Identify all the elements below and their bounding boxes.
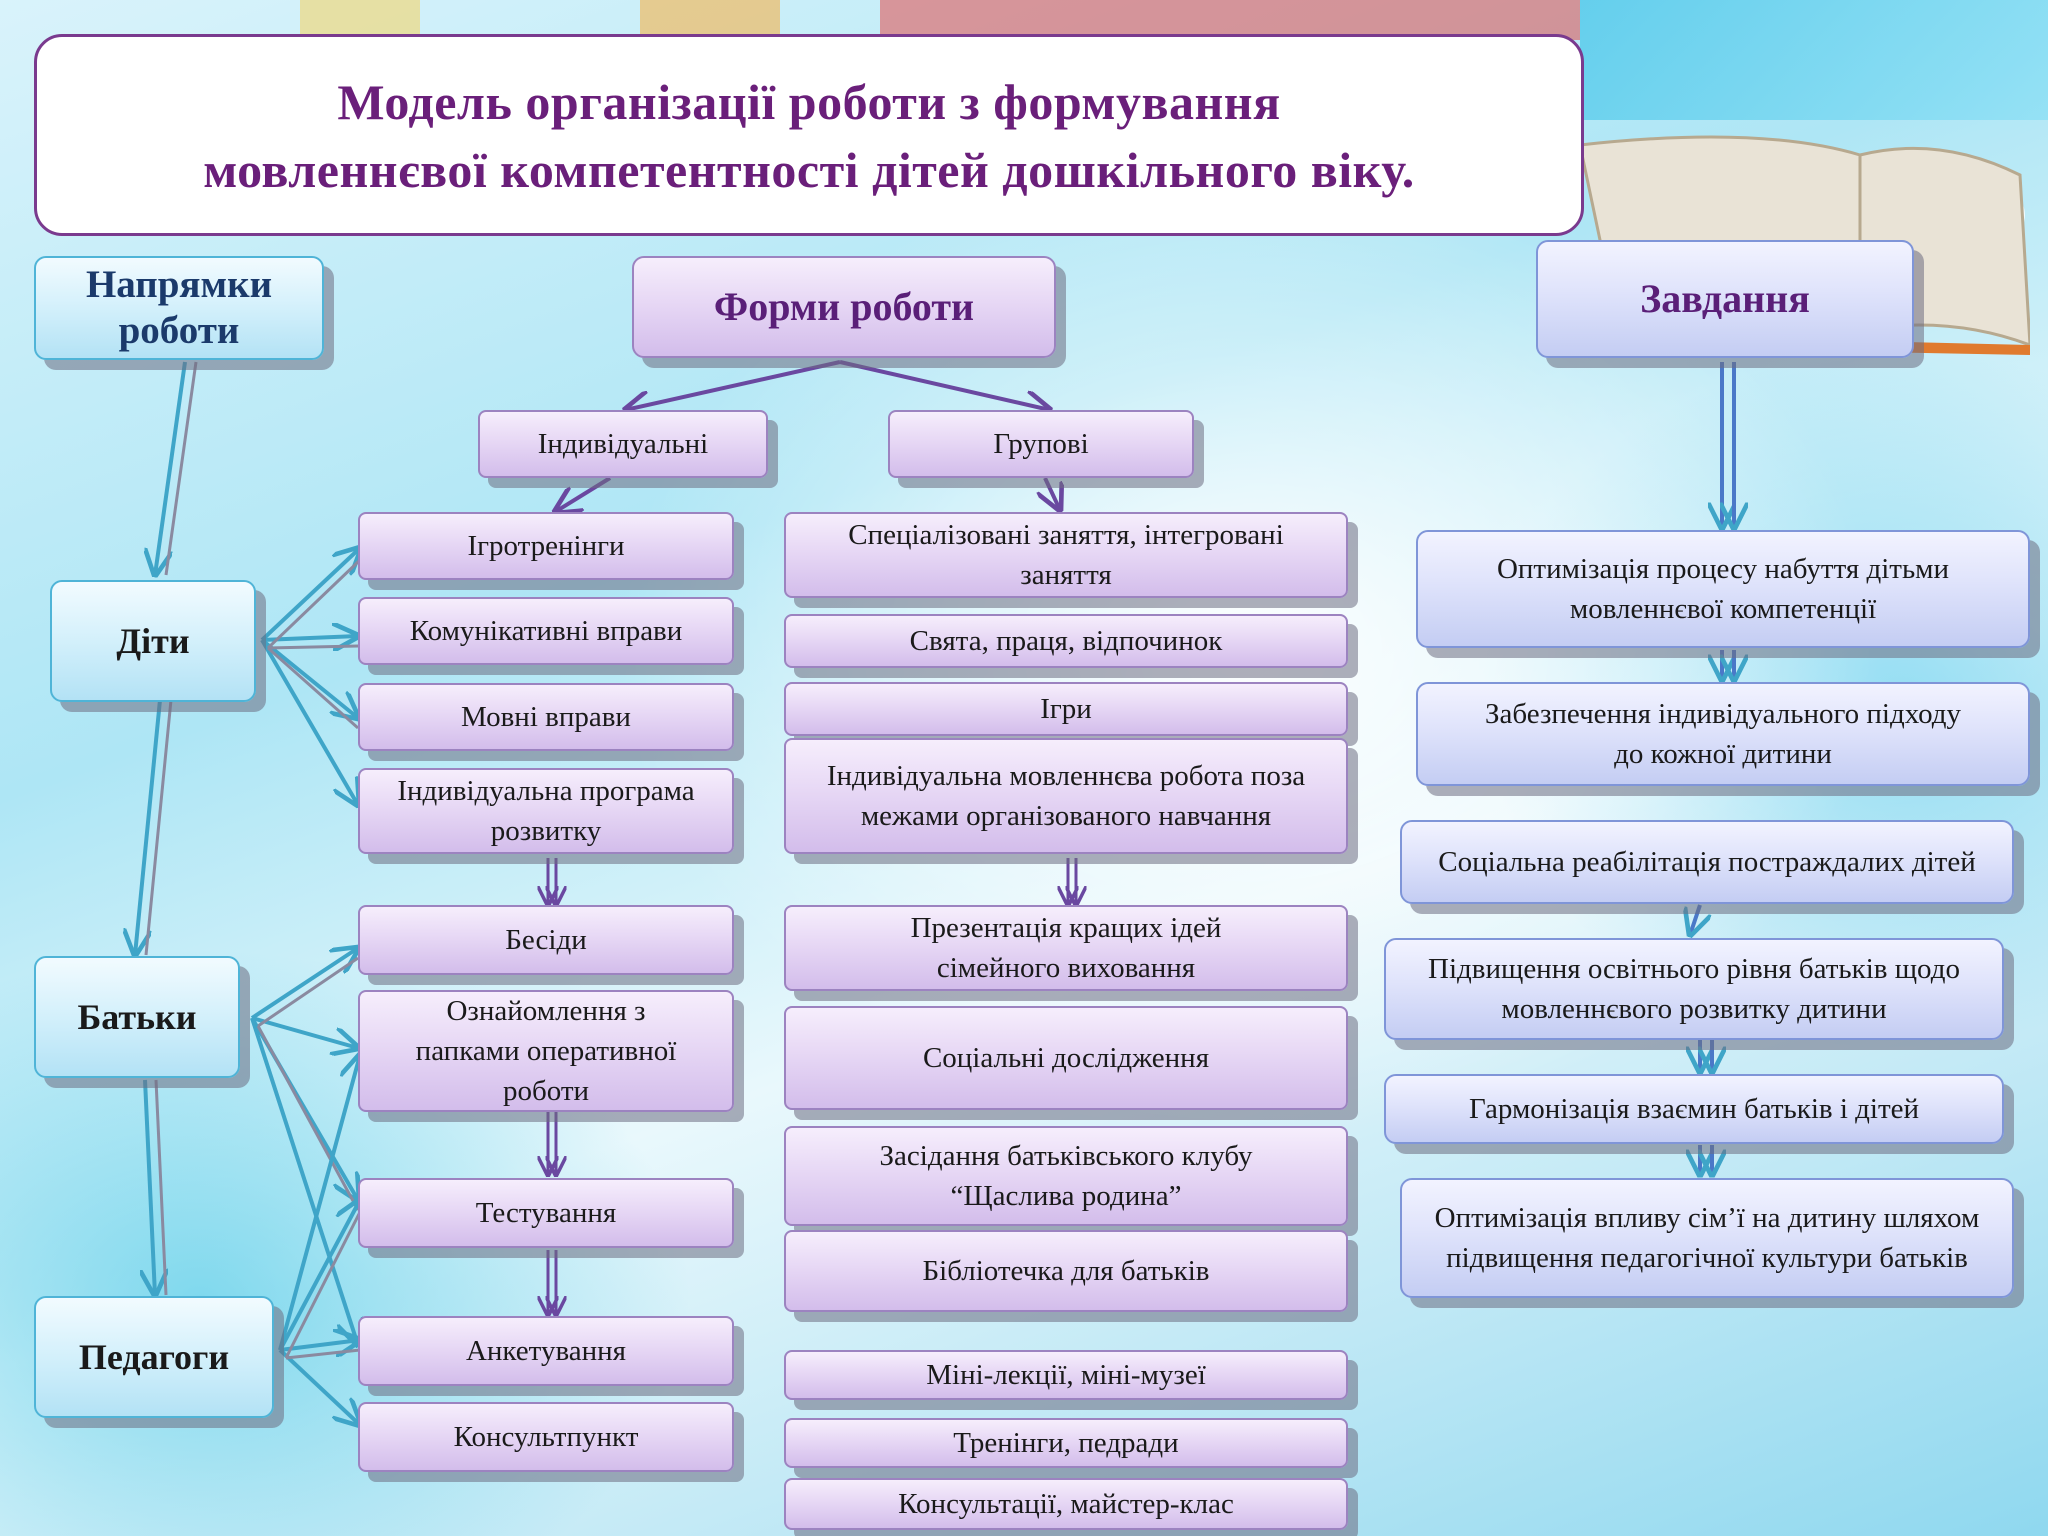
task-item-label: Соціальна реабілітація постраждалих діте… <box>1438 846 1976 878</box>
form-item: Ігри <box>784 682 1348 736</box>
form-item: Індивідуальна програма розвитку <box>358 768 734 854</box>
group-column-arrows <box>1068 858 1076 905</box>
form-item: Ознайомлення з папками оперативної робот… <box>358 990 734 1112</box>
tasks-header-label: Завдання <box>1640 276 1810 321</box>
form-item: Комунікативні вправи <box>358 597 734 665</box>
page-title: Модель організації роботи з формування м… <box>34 68 1584 204</box>
form-item-label: Ознайомлення з папками оперативної робот… <box>415 995 677 1107</box>
form-item-label: Міні-лекції, міні-музеї <box>926 1359 1206 1391</box>
form-item-label: Індивідуальна мовленнєва робота поза меж… <box>826 760 1306 832</box>
direction-parents-label: Батьки <box>77 997 197 1037</box>
children-arrows <box>260 548 360 805</box>
direction-children-label: Діти <box>116 621 190 661</box>
form-item-label: Ігри <box>1040 693 1092 725</box>
task-item-label: Підвищення освітнього рівня батьків щодо… <box>1428 953 1960 1025</box>
forms-header-label: Форми роботи <box>713 284 975 329</box>
form-item: Засідання батьківського клубу “Щаслива р… <box>784 1126 1348 1226</box>
form-item: Консультації, майстер-клас <box>784 1478 1348 1530</box>
decor-strip <box>300 0 420 40</box>
form-item: Свята, праця, відпочинок <box>784 614 1348 668</box>
decor-strip <box>880 0 1580 40</box>
form-type-group: Групові <box>888 410 1194 478</box>
form-item: Тренінги, педради <box>784 1418 1348 1468</box>
form-item-label: Свята, праця, відпочинок <box>909 625 1223 657</box>
forms-split-arrows <box>625 360 1050 410</box>
decor-strip <box>1580 0 2048 120</box>
task-item: Оптимізація процесу набуття дітьми мовле… <box>1416 530 2030 648</box>
form-item: Анкетування <box>358 1316 734 1386</box>
task-item-label: Забезпечення індивідуального підходу до … <box>1484 698 1962 770</box>
form-type-individual-label: Індивідуальні <box>537 428 709 460</box>
decor-strip <box>640 0 780 40</box>
form-item-label: Ігротренінги <box>467 530 625 562</box>
form-item-label: Комунікативні вправи <box>409 615 683 647</box>
direction-teachers: Педагоги <box>34 1296 274 1418</box>
form-item-label: Консультпункт <box>453 1421 639 1453</box>
form-item-label: Бібліотечка для батьків <box>922 1255 1210 1287</box>
direction-flow-arrows <box>135 361 187 1295</box>
form-item: Бесіди <box>358 905 734 975</box>
task-item: Оптимізація впливу сім’ї на дитину шляхо… <box>1400 1178 2014 1298</box>
form-item: Бібліотечка для батьків <box>784 1230 1348 1312</box>
tasks-arrows <box>1690 362 1734 1175</box>
title-line-2: мовленнєвої компетентності дітей дошкіль… <box>203 142 1415 198</box>
form-item: Міні-лекції, міні-музеї <box>784 1350 1348 1400</box>
form-item: Соціальні дослідження <box>784 1006 1348 1110</box>
tasks-header: Завдання <box>1536 240 1914 358</box>
task-item-label: Оптимізація впливу сім’ї на дитину шляхо… <box>1434 1202 1980 1274</box>
parents-arrows <box>250 948 358 1345</box>
form-item-label: Засідання батьківського клубу “Щаслива р… <box>879 1140 1253 1212</box>
form-item: Спеціалізовані заняття, інтегровані заня… <box>784 512 1348 598</box>
teachers-arrows <box>278 1055 360 1425</box>
form-item-label: Спеціалізовані заняття, інтегровані заня… <box>848 519 1284 591</box>
directions-header-label: Напрямки роботи <box>85 263 273 352</box>
form-type-individual: Індивідуальні <box>478 410 768 478</box>
form-item: Консультпункт <box>358 1402 734 1472</box>
direction-teachers-label: Педагоги <box>78 1337 230 1377</box>
form-item-label: Індивідуальна програма розвитку <box>397 775 695 847</box>
form-item: Ігротренінги <box>358 512 734 580</box>
direction-children: Діти <box>50 580 256 702</box>
individual-column-arrows <box>548 858 556 1315</box>
form-item: Мовні вправи <box>358 683 734 751</box>
form-item-label: Тренінги, педради <box>953 1427 1179 1459</box>
form-item: Індивідуальна мовленнєва робота поза меж… <box>784 738 1348 854</box>
direction-parents: Батьки <box>34 956 240 1078</box>
task-item-label: Оптимізація процесу набуття дітьми мовле… <box>1496 553 1950 625</box>
task-item: Забезпечення індивідуального підходу до … <box>1416 682 2030 786</box>
task-item: Соціальна реабілітація постраждалих діте… <box>1400 820 2014 904</box>
title-frame <box>34 34 1584 236</box>
task-item: Гармонізація взаємин батьків і дітей <box>1384 1074 2004 1144</box>
forms-header: Форми роботи <box>632 256 1056 358</box>
form-type-group-label: Групові <box>993 428 1089 460</box>
task-item-label: Гармонізація взаємин батьків і дітей <box>1468 1093 1920 1125</box>
form-item-label: Презентація кращих ідей сімейного вихова… <box>910 912 1222 984</box>
form-item-label: Мовні вправи <box>461 701 631 733</box>
directions-header: Напрямки роботи <box>34 256 324 360</box>
task-item: Підвищення освітнього рівня батьків щодо… <box>1384 938 2004 1040</box>
form-item: Тестування <box>358 1178 734 1248</box>
form-item-label: Консультації, майстер-клас <box>898 1488 1234 1520</box>
form-item: Презентація кращих ідей сімейного вихова… <box>784 905 1348 991</box>
form-item-label: Бесіди <box>505 924 587 956</box>
title-line-1: Модель організації роботи з формування <box>337 74 1281 130</box>
form-item-label: Тестування <box>475 1197 617 1229</box>
form-item-label: Анкетування <box>465 1335 627 1367</box>
form-item-label: Соціальні дослідження <box>922 1042 1210 1074</box>
